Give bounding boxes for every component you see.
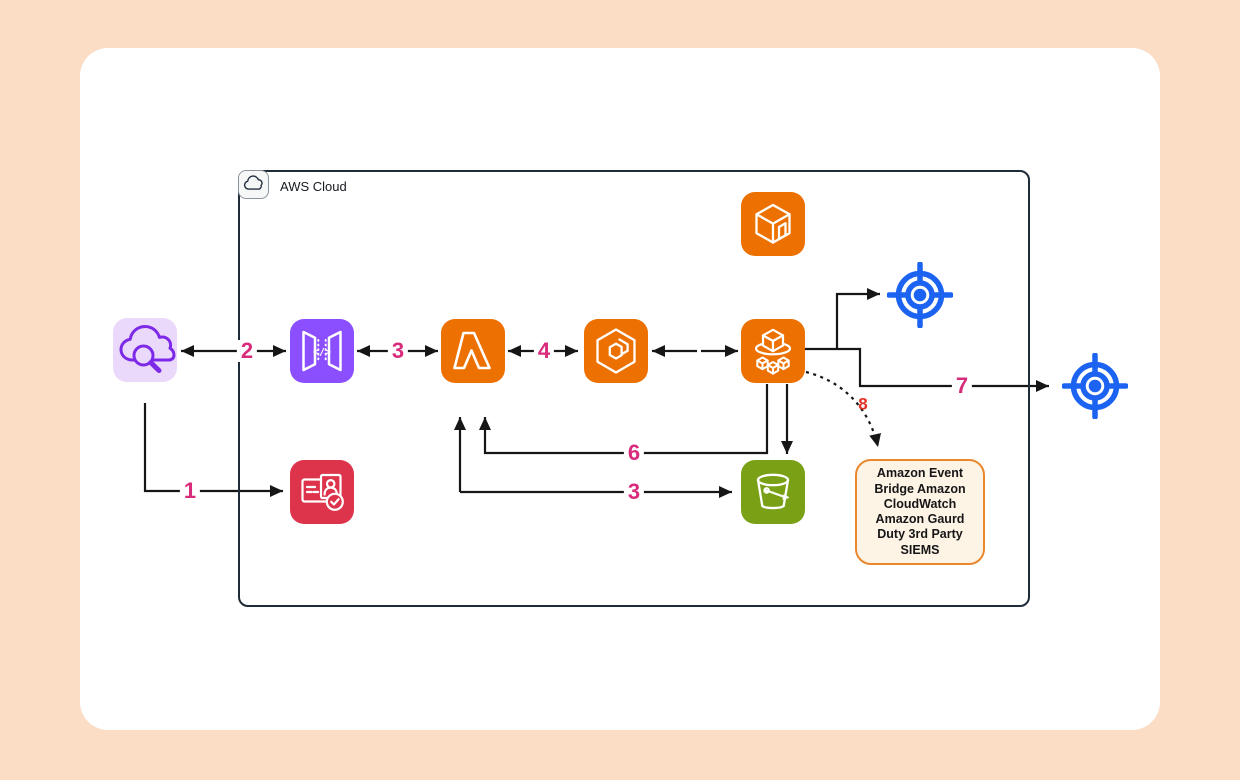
aws-cloud-icon [243, 174, 263, 190]
wire-label-7: 7 [951, 375, 973, 397]
wire-label-2: 2 [236, 340, 258, 362]
lambda-icon [453, 331, 491, 370]
wire-label-3a: 3 [387, 340, 409, 362]
target-icon [887, 262, 953, 328]
target-icon [1062, 353, 1128, 419]
container-hexagon-icon [596, 328, 636, 374]
node-endpoint-target-internal [887, 262, 953, 328]
aws-cloud-badge [238, 170, 269, 199]
node-model-deployment [741, 319, 805, 383]
wire-label-6: 6 [623, 442, 645, 464]
monitoring-note-box: Amazon Event Bridge Amazon CloudWatch Am… [855, 459, 985, 565]
node-identity-verification [290, 460, 354, 524]
api-gateway-icon: </> [302, 330, 342, 372]
wire-label-3b: 3 [623, 481, 645, 503]
node-api-gateway: </> [290, 319, 354, 383]
cube-icon [755, 203, 791, 244]
wire-label-4: 4 [533, 340, 555, 362]
cube-orbit-icon [754, 328, 792, 375]
cloud-search-icon [119, 325, 176, 373]
node-container-service [584, 319, 648, 383]
wire-label-1: 1 [179, 480, 201, 502]
node-s3-bucket [741, 460, 805, 524]
svg-text:</>: </> [313, 347, 331, 358]
bucket-icon [756, 473, 790, 510]
node-lambda [441, 319, 505, 383]
node-endpoint-target-external [1062, 353, 1128, 419]
aws-cloud-label: AWS Cloud [280, 179, 347, 194]
node-model-package [741, 192, 805, 256]
node-cloud-search [113, 318, 177, 382]
wire-label-8: 8 [858, 394, 868, 414]
id-card-check-icon [301, 473, 344, 511]
aws-cloud-boundary: AWS Cloud [238, 170, 1030, 607]
